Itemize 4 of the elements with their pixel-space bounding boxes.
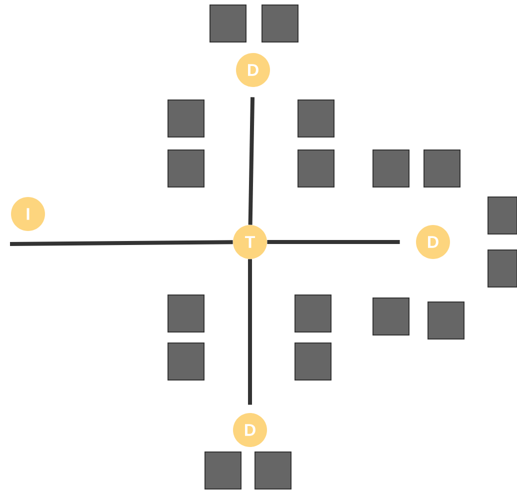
line — [248, 259, 252, 405]
line — [10, 240, 233, 246]
line — [248, 97, 255, 225]
line — [267, 240, 400, 244]
